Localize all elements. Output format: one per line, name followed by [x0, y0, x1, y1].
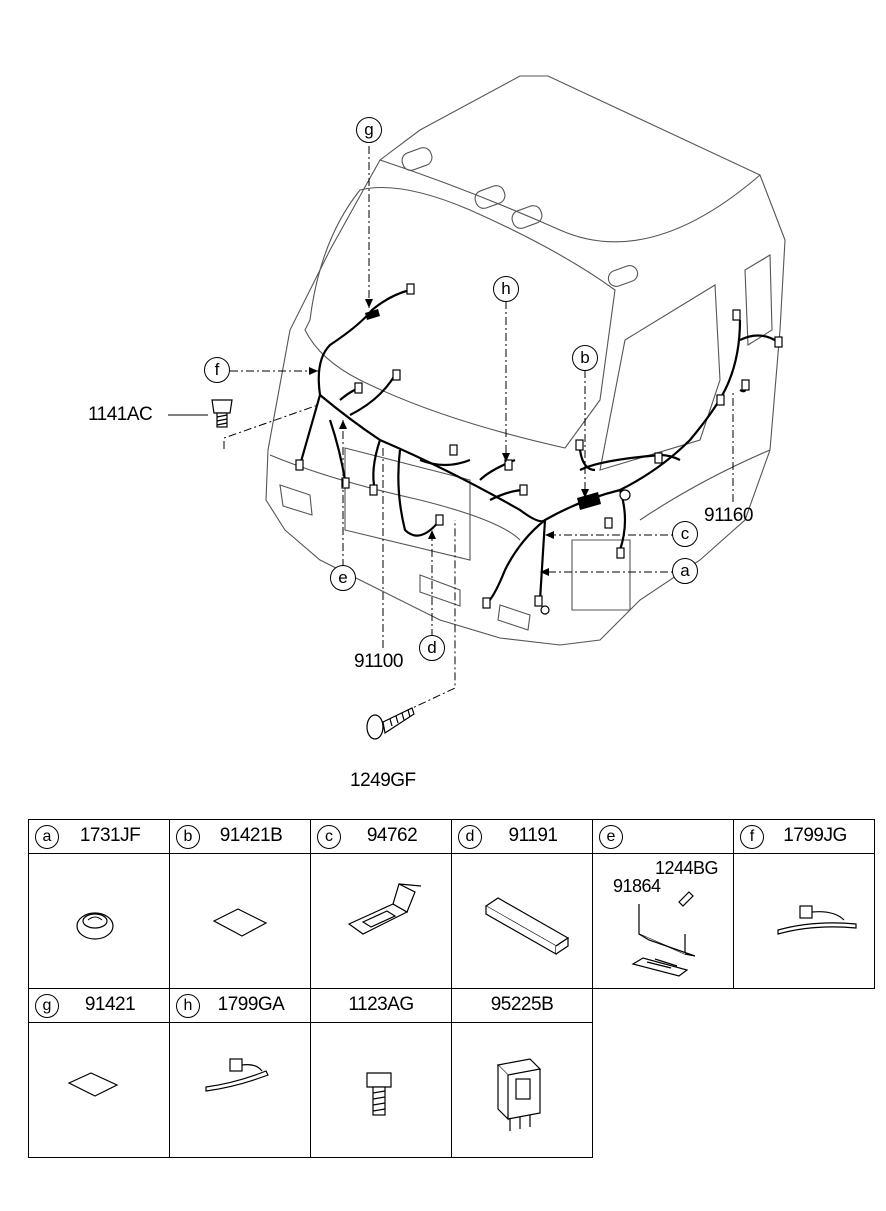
callout-b: b [572, 345, 598, 371]
label-1249gf: 1249GF [350, 770, 416, 791]
callout-c: c [672, 521, 698, 547]
label-91160: 91160 [704, 505, 753, 526]
callout-g: g [356, 117, 382, 143]
pad-icon [67, 1072, 119, 1097]
windshield [304, 186, 616, 449]
parts-cell-f [733, 853, 875, 989]
label-1141ac: 1141AC [88, 404, 153, 425]
parts-cell-a [28, 853, 170, 989]
parts-cell-h [169, 1022, 311, 1158]
connectors [295, 283, 783, 615]
parts-cell-g [28, 1022, 170, 1158]
parts-header-e: e [592, 819, 734, 854]
parts-header-95225b: 95225B [451, 988, 593, 1023]
grommet-icon [76, 912, 114, 940]
bolt-icon [366, 1072, 392, 1116]
parts-cell-c [310, 853, 452, 989]
parts-cell-b [169, 853, 311, 989]
label-91100: 91100 [354, 651, 403, 672]
relay-icon [496, 1058, 542, 1131]
pad-icon [212, 908, 268, 937]
cab-wiring-drawing [168, 75, 786, 740]
bracket-assembly-icon [631, 891, 696, 977]
screw-icon [366, 707, 415, 740]
label-1244bg: 1244BG [655, 858, 719, 878]
parts-cell-d [451, 853, 593, 989]
wiring-harness [298, 288, 779, 603]
callout-a: a [672, 558, 698, 584]
parts-header-1123ag: 1123AG [310, 988, 452, 1023]
cab-outline [265, 75, 786, 646]
cable-tie-icon [777, 905, 857, 935]
callout-d: d [419, 635, 445, 661]
callout-h: h [493, 276, 519, 302]
parts-cell-e: 1244BG 91864 [592, 853, 734, 989]
exploded-diagram: g f h b c a e d 1141AC 91160 91100 1249G… [88, 75, 786, 791]
label-91864: 91864 [613, 876, 661, 896]
bolt-icon [211, 399, 233, 428]
cable-tie-icon [205, 1058, 269, 1092]
parts-cell-95225b [451, 1022, 593, 1158]
callout-e: e [330, 565, 356, 591]
protector-icon [484, 897, 570, 956]
callout-f: f [204, 357, 230, 383]
harness-pads [365, 309, 601, 510]
parts-cell-1123ag [310, 1022, 452, 1158]
bracket-icon [347, 883, 422, 935]
